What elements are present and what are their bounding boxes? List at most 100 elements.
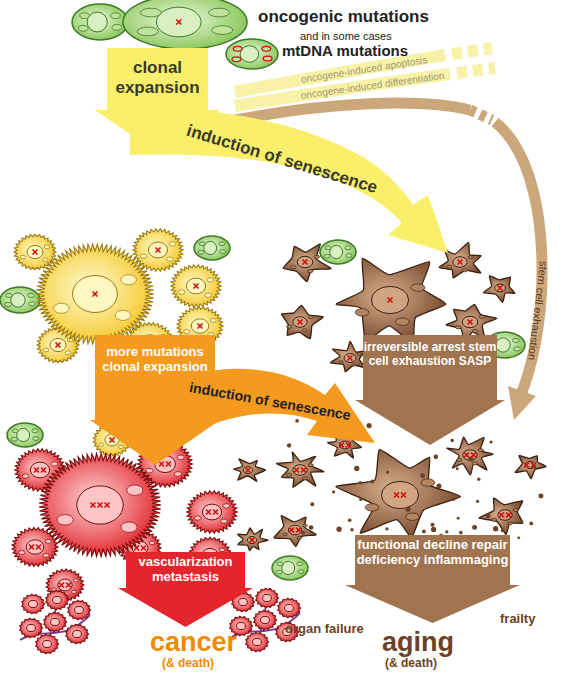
organelle: [287, 473, 292, 476]
mutation-mark: [506, 513, 511, 518]
sasp-dot: [452, 498, 455, 501]
organelle: [221, 519, 228, 523]
cell-body: [0, 287, 40, 313]
organelle: [57, 515, 73, 525]
healthy-cell: [7, 423, 43, 447]
organelle: [19, 551, 25, 555]
cell-nucleus: [204, 241, 217, 254]
organelle: [121, 522, 137, 532]
tumor-cell: [256, 588, 279, 608]
cell-body: [515, 456, 546, 479]
organelle: [33, 437, 39, 441]
cell-nucleus: [202, 504, 221, 520]
sasp-dot: [386, 471, 389, 474]
cell-nucleus: [237, 622, 246, 629]
senescent-cell: [447, 437, 493, 475]
cell-body: [171, 265, 221, 308]
cell-nucleus: [263, 594, 272, 601]
organelle: [22, 474, 29, 478]
cell-nucleus: [11, 293, 25, 307]
arrow-fill: [175, 369, 375, 443]
senescent-cell: [515, 456, 546, 479]
cell-body: [39, 453, 161, 557]
mutation-mark: [294, 468, 299, 473]
cell-nucleus: [191, 319, 209, 334]
cell-nucleus: [50, 338, 66, 351]
cell-nucleus: [51, 618, 60, 625]
sasp-dot: [472, 525, 477, 530]
organelle: [167, 257, 174, 261]
organelle: [352, 364, 356, 366]
mutation-mark: [159, 462, 164, 467]
organelle: [44, 245, 50, 249]
cell-nucleus: [73, 276, 118, 313]
mutation-mark: [56, 343, 61, 348]
organelle: [205, 293, 212, 297]
tumor-cell: [66, 624, 89, 644]
cell-body: [234, 459, 266, 481]
sasp-dot: [517, 536, 520, 539]
tumor-cell: [171, 265, 221, 308]
sasp-dot: [493, 526, 498, 531]
stem-cell-band: [235, 103, 470, 120]
cell-nucleus: [29, 600, 38, 607]
sasp-dot: [489, 440, 492, 443]
organelle: [339, 361, 343, 363]
organelle: [396, 318, 410, 325]
organelle: [207, 278, 214, 282]
organelle: [210, 318, 216, 322]
organelle: [478, 449, 483, 452]
decline-arrow: functional decline repair deficiency inf…: [345, 535, 520, 623]
arrow-label: more mutations clonal expansion: [95, 345, 215, 375]
sasp-dot: [309, 525, 314, 530]
organelle: [324, 254, 330, 258]
cell-body: [483, 276, 514, 303]
organelle: [115, 310, 131, 320]
organelle: [73, 579, 78, 582]
organelle: [421, 479, 435, 486]
stem-cell-arrowhead: [508, 386, 536, 420]
organelle: [137, 27, 158, 36]
mutation-mark: [34, 468, 39, 473]
heading-label: oncogenic mutations: [258, 8, 429, 27]
mutation-mark: [498, 286, 503, 291]
mutation-mark: [33, 250, 38, 255]
healthy-cell: [320, 240, 356, 264]
note-label: and in some cases: [300, 30, 392, 42]
senescent-cell: [336, 450, 461, 538]
mutation-mark: [141, 546, 146, 551]
sasp-dot: [301, 531, 305, 535]
organelle: [51, 462, 58, 466]
cell-body: [272, 556, 308, 580]
tumor-cell: [39, 453, 161, 557]
organelle: [507, 522, 512, 525]
outcome-label: frailty: [500, 612, 535, 626]
mutation-mark: [298, 320, 303, 325]
tumor-cell: [36, 244, 154, 344]
sasp-dot: [434, 455, 439, 460]
mutation-mark: [499, 513, 504, 518]
arrow-fill: [130, 109, 448, 253]
mutation-mark: [246, 468, 251, 473]
cell-nucleus: [285, 604, 294, 611]
cell-nucleus: [282, 561, 295, 574]
outcome-note: (& death): [385, 657, 437, 670]
metastasis-arrow: vascularization metastasis: [118, 552, 253, 627]
organelle: [121, 275, 137, 285]
sasp-dot: [359, 498, 362, 501]
cell-body: [479, 498, 523, 535]
sasp-dot: [445, 530, 448, 533]
arrow-label: irreversible arrest stem cell exhaustion…: [360, 341, 500, 369]
organelle: [308, 316, 313, 319]
mutation-mark: [41, 468, 46, 473]
sasp-dot: [477, 478, 480, 481]
senescent-cell: [282, 305, 324, 338]
mutant-mitochondrion: [233, 46, 242, 51]
senescence-arrow: induction of senescence: [175, 355, 380, 450]
cell-nucleus: [148, 242, 167, 258]
organelle: [28, 293, 35, 297]
cell-nucleus: [498, 510, 512, 521]
cell-nucleus: [340, 441, 351, 449]
organelle: [42, 258, 48, 262]
